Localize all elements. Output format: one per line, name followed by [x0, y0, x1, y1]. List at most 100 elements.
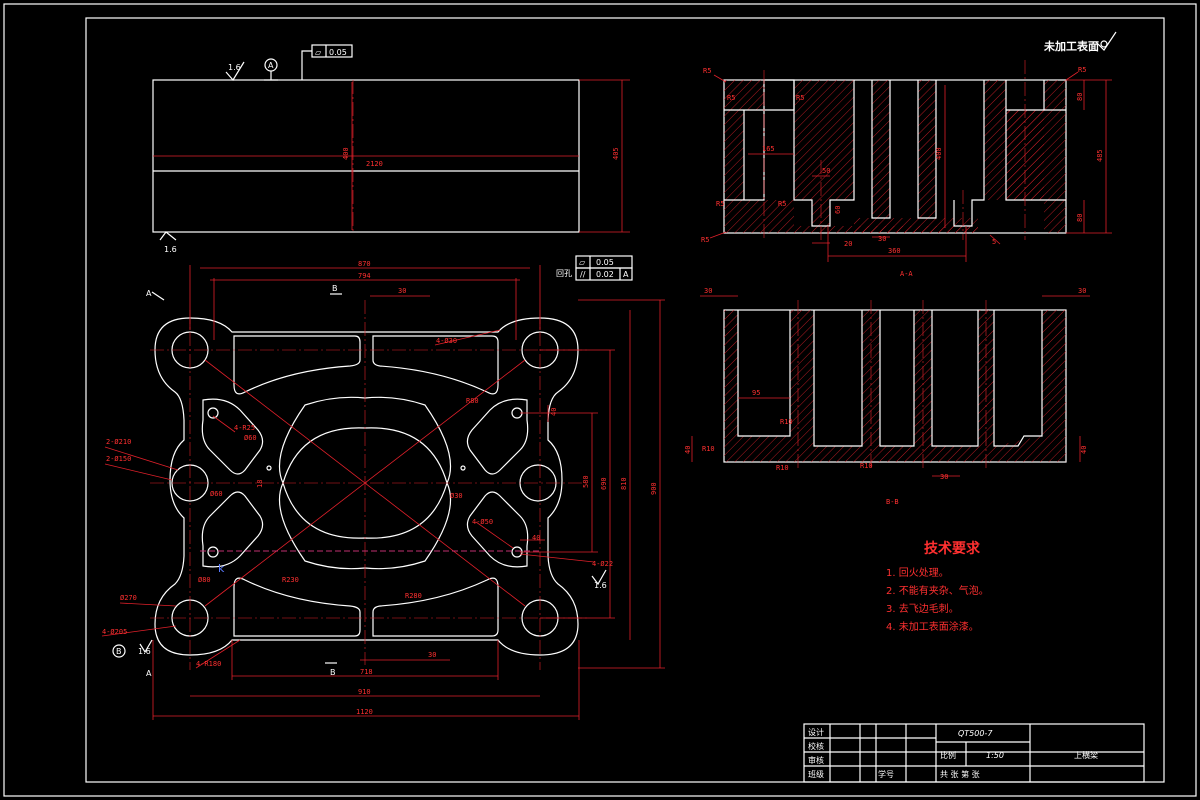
- cursor-k: k: [218, 562, 225, 575]
- aa-dim-80: 80: [1076, 93, 1084, 101]
- bb-dim-95: 95: [752, 389, 760, 397]
- bb-dim-40: 40: [684, 446, 692, 454]
- front-rough-bottom: 1.6: [164, 245, 177, 254]
- section-b-bot: B: [330, 668, 336, 677]
- tb-row-class: 班级: [808, 769, 824, 779]
- aa-dim-20: 20: [844, 240, 852, 248]
- tb-row-check: 校核: [808, 741, 824, 751]
- front-flatness-val: 0.05: [329, 48, 347, 57]
- note-1: 1. 回火处理。: [886, 567, 949, 579]
- label-4-r180: 4-R180: [196, 660, 221, 668]
- bb-r10-c: R10: [776, 464, 789, 472]
- dim-30-top: 30: [398, 287, 406, 295]
- label-4-phi30: 4-Ø30: [436, 337, 457, 345]
- top-view: 870 794 30 718 910 1120 30 900 810 690 5…: [101, 255, 665, 720]
- aa-r5-bl2: R5: [701, 236, 709, 244]
- bb-dim-30-r: 30: [1078, 287, 1086, 295]
- label-r230: R230: [282, 576, 299, 584]
- front-rough-top: 1.6: [228, 63, 241, 72]
- tb-scale: 1:50: [986, 751, 1004, 760]
- outer-border: [3, 3, 1197, 797]
- tol2-sym: //: [580, 270, 586, 279]
- aa-dim-80b: 80: [1076, 214, 1084, 222]
- tb-scale-label: 比例: [940, 750, 956, 760]
- front-flatness-sym: ▱: [315, 48, 322, 57]
- tb-row-design: 设计: [808, 727, 824, 737]
- tb-sheet: 共 张 第 张: [940, 769, 980, 779]
- label-4-phi205: 4-Ø205: [102, 628, 127, 636]
- tb-part-name: 上横梁: [1074, 750, 1098, 760]
- tb-student-no: 学号: [878, 769, 894, 779]
- label-phi60: Ø60: [244, 434, 257, 442]
- label-phi270: Ø270: [120, 594, 137, 602]
- tol-label: 回孔: [556, 269, 572, 278]
- dim-30-bot: 30: [428, 651, 436, 659]
- label-phi80: Ø80: [198, 576, 211, 584]
- aa-dim-60: 60: [834, 206, 842, 214]
- aa-r5-tl2: R5: [727, 94, 735, 102]
- rough-16-right: 1.6: [594, 581, 607, 590]
- dim-810: 810: [620, 477, 628, 490]
- dim-580: 580: [582, 475, 590, 488]
- bb-dim-30-l: 30: [704, 287, 712, 295]
- label-2-phi210: 2-Ø210: [106, 438, 131, 446]
- notes-heading: 技术要求: [924, 540, 981, 557]
- dim-690: 690: [600, 477, 608, 490]
- note-3: 3. 去飞边毛刺。: [886, 603, 959, 615]
- aa-r5-bl: R5: [716, 200, 724, 208]
- label-18: 18: [256, 480, 264, 488]
- tol1-val: 0.05: [596, 258, 614, 267]
- aa-r5-bm: R5: [778, 200, 786, 208]
- note-4: 4. 未加工表面涂漆。: [886, 620, 979, 633]
- dim-40-b: 40: [532, 534, 540, 542]
- note-2: 2. 不能有夹杂、气泡。: [886, 584, 989, 597]
- title-block: 设计 校核 审核 班级 学号 QT500-7 比例 1:50 上横梁 共 张 第…: [803, 723, 1145, 783]
- label-4-phi22: 4-Ø22: [592, 560, 613, 568]
- dim-718: 718: [360, 668, 373, 676]
- rough-16-left: 1.6: [138, 647, 151, 656]
- dim-900: 900: [650, 482, 658, 495]
- aa-title: A-A: [900, 270, 913, 278]
- label-4-phi50: 4-Ø50: [472, 518, 493, 526]
- bb-title: B-B: [886, 498, 899, 506]
- tb-drawing-no: QT500-7: [958, 729, 993, 738]
- label-phi30: Ø30: [450, 492, 463, 500]
- label-2-phi150: 2-Ø150: [106, 455, 131, 463]
- section-b-top: B: [332, 284, 338, 293]
- front-datum: A: [268, 61, 274, 70]
- tb-row-review: 审核: [808, 755, 824, 765]
- bb-dim-40b: 40: [1080, 446, 1088, 454]
- bb-r10-a: R10: [780, 418, 793, 426]
- aa-dim-485: 485: [1096, 149, 1104, 162]
- inner-border: [85, 17, 1165, 783]
- section-a-bot: A: [146, 669, 152, 678]
- aa-dim-30: 30: [878, 235, 886, 243]
- section-bb: 30 30 95 R10 R10 R10 R10 40 40 30 B-B: [684, 287, 1090, 506]
- front-dim-width: 2120: [366, 160, 383, 168]
- bb-r10-b: R10: [702, 445, 715, 453]
- dim-910: 910: [358, 688, 371, 696]
- tol2-val: 0.02: [596, 270, 614, 279]
- aa-dim-165: 165: [762, 145, 775, 153]
- section-a-top: A: [146, 289, 152, 298]
- dim-870: 870: [358, 260, 371, 268]
- section-aa: 165 50 60 20 30 360 400 485 80 80 5 R5 R…: [701, 31, 1117, 278]
- front-dim-height-total: 405: [612, 147, 620, 160]
- aa-dim-400: 400: [935, 147, 943, 160]
- label-r80: R80: [466, 397, 479, 405]
- aa-r5-mid: R5: [796, 94, 804, 102]
- label-phi60b: Ø60: [210, 490, 223, 498]
- bb-dim-30-bot: 30: [940, 473, 948, 481]
- front-dim-height: 400: [342, 147, 350, 160]
- label-4-r25: 4-R25: [234, 424, 255, 432]
- tol2-datum: A: [623, 270, 629, 279]
- aa-dim-5: 5: [992, 238, 996, 246]
- surface-note: 未加工表面: [1043, 39, 1099, 53]
- aa-dim-360: 360: [888, 247, 901, 255]
- bb-r10-d: R10: [860, 462, 873, 470]
- dim-794: 794: [358, 272, 371, 280]
- tol1-sym: ▱: [579, 258, 586, 267]
- front-view: 405 400 2120 ▱ 0.05 A 1.6 1.6: [152, 44, 630, 254]
- aa-r5-tr: R5: [1078, 66, 1086, 74]
